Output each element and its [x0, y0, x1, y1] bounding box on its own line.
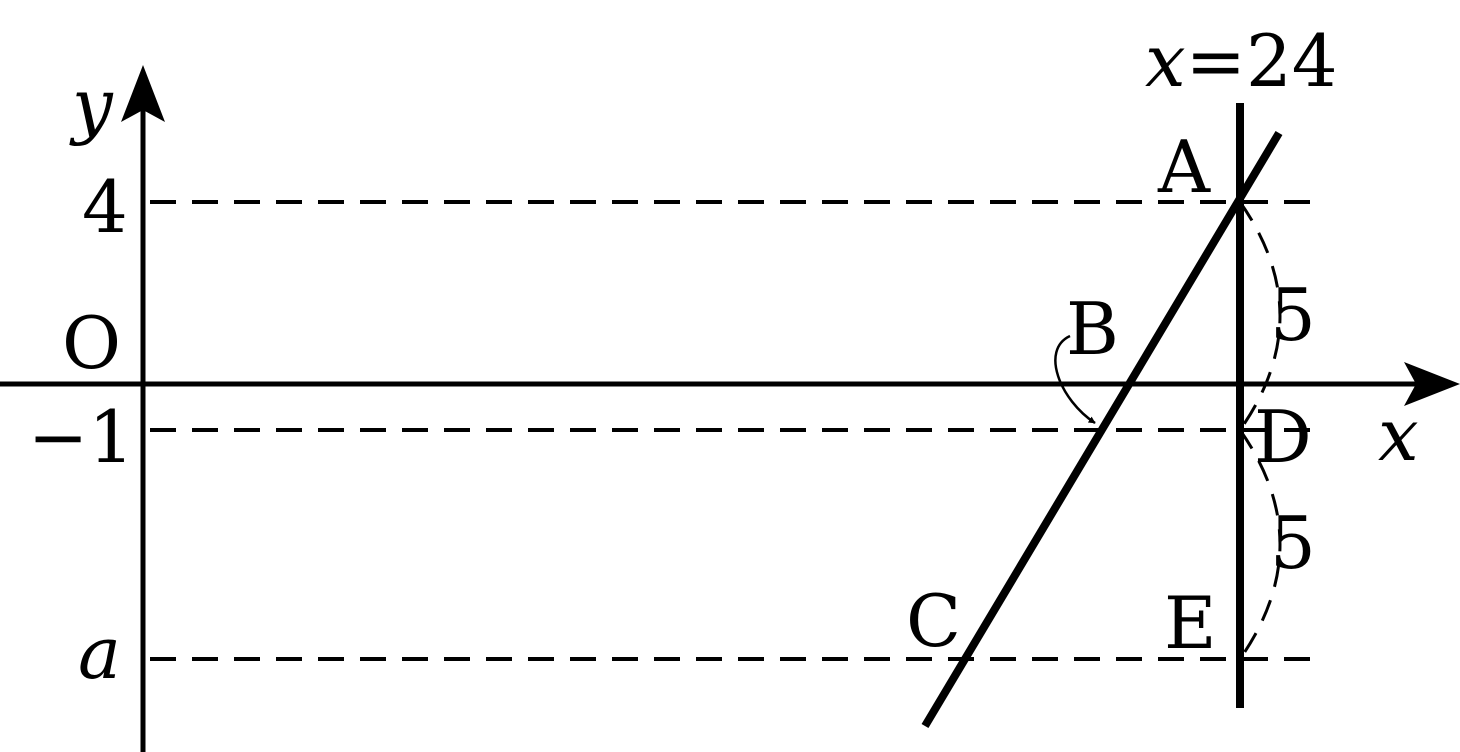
y-tick-label-a: a [78, 611, 121, 695]
point-label-A: A [1157, 125, 1211, 209]
point-label-C: C [906, 579, 961, 663]
vertical-line-label: x=24 [1145, 19, 1338, 103]
arc-label-upper: 5 [1270, 273, 1316, 357]
x-axis-label: x [1378, 393, 1419, 477]
vertical-line-label-eq: =24 [1186, 19, 1338, 103]
point-label-B: B [1066, 287, 1119, 371]
dashed-arc-upper [1238, 201, 1282, 431]
y-tick-label-4: 4 [82, 165, 128, 249]
y-axis-label: y [69, 63, 114, 147]
slanted-line-ABC [921, 130, 1283, 729]
x-axis-arrowhead [1404, 362, 1460, 406]
origin-label: O [62, 301, 121, 385]
vertical-line-label-var: x [1145, 19, 1186, 103]
pointer-arrow-to-B [1054, 334, 1096, 425]
y-axis-arrowhead [121, 65, 165, 122]
point-label-D: D [1254, 395, 1312, 479]
y-tick-label-minus1: −1 [28, 395, 134, 479]
dashed-arc-lower [1238, 429, 1282, 660]
point-label-E: E [1164, 581, 1217, 665]
arc-label-lower: 5 [1270, 501, 1316, 585]
